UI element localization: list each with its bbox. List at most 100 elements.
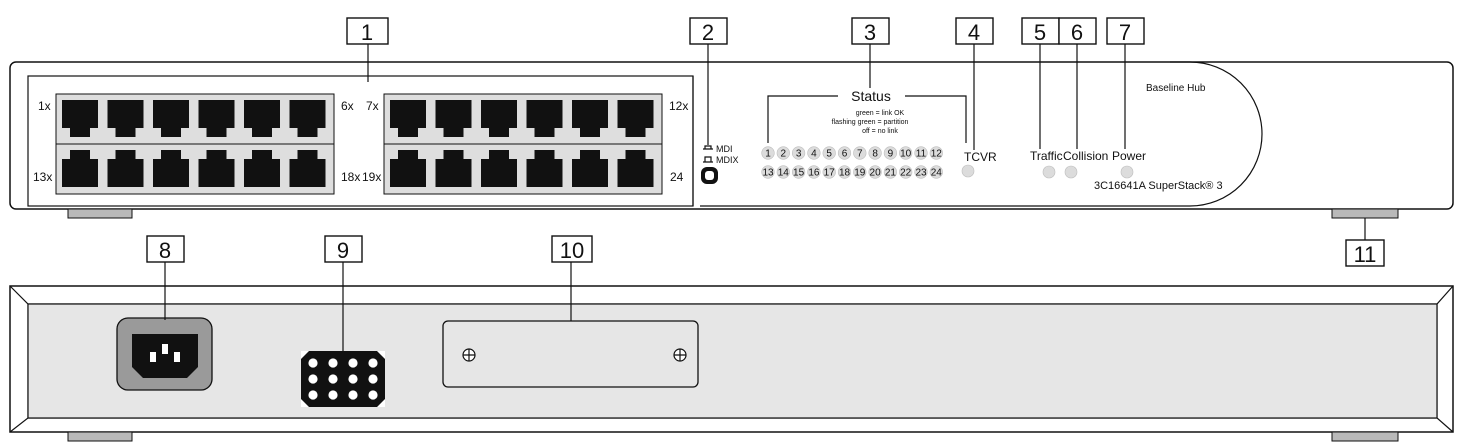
port-led-number: 11 bbox=[916, 149, 927, 160]
callout-4: 4 bbox=[968, 20, 980, 45]
rps-pin bbox=[368, 358, 378, 368]
mdix-label: MDIX bbox=[716, 155, 739, 165]
rj45-port-16 bbox=[198, 150, 235, 187]
rear-panel bbox=[9, 285, 1454, 442]
port-led-15 bbox=[791, 165, 806, 179]
rear-foot-right bbox=[1331, 431, 1399, 442]
port-led-number: 19 bbox=[854, 168, 866, 179]
status-title: Status bbox=[851, 88, 891, 104]
port-led-number: 21 bbox=[885, 168, 897, 179]
port-label-1x: 1x bbox=[38, 99, 51, 113]
callout-1-box bbox=[346, 17, 389, 45]
power-inlet-socket bbox=[132, 334, 198, 378]
callout-11: 11 bbox=[1354, 242, 1377, 267]
status-legend-1: green = link OK bbox=[856, 110, 905, 117]
port-led-13 bbox=[761, 165, 775, 179]
status-legend-2: flashing green = partition bbox=[832, 119, 909, 126]
callout-1: 1 bbox=[361, 20, 373, 45]
port-row-frame bbox=[55, 143, 335, 195]
port-led-number: 16 bbox=[808, 168, 820, 179]
rj45-port-3 bbox=[153, 100, 189, 137]
port-led-number: 20 bbox=[870, 168, 882, 179]
power-pin-left bbox=[150, 352, 156, 362]
port-led-12 bbox=[929, 146, 943, 160]
rj45-port-21 bbox=[481, 150, 517, 187]
tcvr-led bbox=[961, 164, 975, 178]
port-led-number: 7 bbox=[857, 149, 863, 160]
rj45-port-14 bbox=[107, 150, 144, 187]
callouts: 1 2 3 4 5 6 7 8 9 10 11 bbox=[146, 17, 1385, 351]
port-label-18x: 18x bbox=[341, 170, 360, 184]
callout-2-box bbox=[689, 17, 728, 45]
callout-5-box bbox=[1021, 17, 1060, 45]
front-port-area bbox=[27, 75, 694, 207]
port-led-11 bbox=[914, 146, 928, 160]
rear-foot-left bbox=[67, 431, 133, 442]
status-bracket bbox=[767, 95, 967, 143]
collision-label: Collision bbox=[1063, 149, 1108, 163]
port-led-21 bbox=[883, 165, 898, 179]
rps-pin bbox=[368, 390, 378, 400]
status-block: Status green = link OK flashing green = … bbox=[761, 88, 997, 179]
rj45-ports bbox=[55, 93, 663, 195]
rps-connector bbox=[301, 351, 385, 407]
front-panel: 1x 6x 13x 18x 7x 12x 19x 24 MDI MDIX Sta… bbox=[9, 61, 1454, 219]
port-led-number: 13 bbox=[762, 168, 774, 179]
rear-inner-panel bbox=[27, 303, 1438, 419]
port-led-number: 18 bbox=[839, 168, 851, 179]
callout-8-box bbox=[146, 235, 185, 263]
callout-6: 6 bbox=[1071, 20, 1083, 45]
expansion-screw-left-icon bbox=[462, 348, 476, 362]
port-led-number: 3 bbox=[796, 149, 802, 160]
callout-2: 2 bbox=[702, 20, 714, 45]
port-led-number: 6 bbox=[842, 149, 848, 160]
port-led-14 bbox=[776, 165, 790, 179]
port-led-5 bbox=[822, 146, 836, 160]
callout-10-box bbox=[551, 235, 593, 263]
rj45-port-1 bbox=[62, 100, 98, 137]
port-led-10 bbox=[899, 146, 913, 160]
port-led-number: 22 bbox=[900, 168, 912, 179]
callout-7-box bbox=[1106, 17, 1145, 45]
port-led-20 bbox=[868, 165, 882, 179]
rj45-port-5 bbox=[244, 100, 280, 137]
port-led-22 bbox=[899, 165, 913, 179]
mdi-mdix-button-face bbox=[705, 171, 714, 180]
port-led-6 bbox=[837, 146, 852, 160]
callout-3-box bbox=[851, 17, 890, 45]
port-led-number: 23 bbox=[915, 168, 927, 179]
port-label-24: 24 bbox=[670, 170, 684, 184]
port-label-12x: 12x bbox=[669, 99, 688, 113]
rj45-port-19 bbox=[390, 150, 426, 187]
rj45-port-10 bbox=[526, 100, 563, 137]
mdi-mdix-switch: MDI MDIX bbox=[701, 144, 739, 184]
port-led-4 bbox=[807, 146, 821, 160]
rj45-port-18 bbox=[289, 150, 326, 187]
rps-pin bbox=[308, 374, 318, 384]
port-led-number: 5 bbox=[826, 149, 832, 160]
traffic-led bbox=[1042, 165, 1056, 179]
port-label-19x: 19x bbox=[362, 170, 381, 184]
status-legend-3: off = no link bbox=[862, 128, 898, 135]
port-led-18 bbox=[837, 165, 852, 179]
expansion-slot-plate bbox=[442, 320, 699, 388]
port-led-number: 14 bbox=[778, 168, 790, 179]
callout-8: 8 bbox=[159, 238, 171, 263]
port-led-8 bbox=[868, 146, 882, 160]
rj45-port-22 bbox=[526, 150, 563, 187]
expansion-screw-right-icon bbox=[673, 348, 687, 362]
rj45-port-12 bbox=[617, 100, 654, 137]
port-label-13x: 13x bbox=[33, 170, 52, 184]
callout-9-box bbox=[324, 235, 363, 263]
port-led-number: 9 bbox=[888, 149, 894, 160]
rps-pin bbox=[328, 358, 338, 368]
port-led-number: 12 bbox=[931, 149, 943, 160]
rj45-port-15 bbox=[153, 150, 189, 187]
front-foot-left bbox=[67, 208, 133, 219]
rps-pin bbox=[348, 390, 358, 400]
rps-pin bbox=[328, 374, 338, 384]
power-pin-earth bbox=[162, 344, 168, 354]
rps-pin bbox=[368, 374, 378, 384]
port-led-3 bbox=[791, 146, 806, 160]
